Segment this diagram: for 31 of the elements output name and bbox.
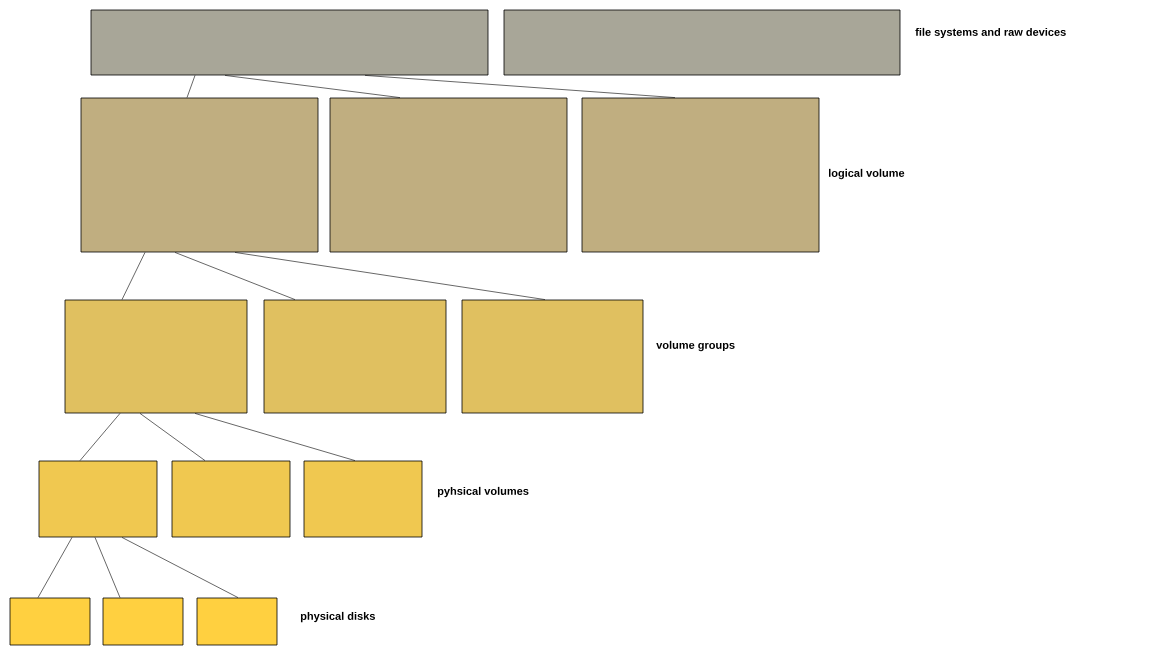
connector-line bbox=[224, 75, 401, 98]
connector-line bbox=[186, 75, 196, 98]
storage-box bbox=[38, 460, 158, 538]
level-label: file systems and raw devices bbox=[915, 27, 1066, 39]
storage-box bbox=[64, 299, 248, 414]
connector-line bbox=[174, 252, 296, 300]
storage-box bbox=[196, 597, 278, 646]
connector-line bbox=[234, 252, 546, 300]
connector-line bbox=[94, 537, 121, 598]
connector-line bbox=[364, 75, 676, 98]
storage-box bbox=[329, 97, 568, 253]
storage-box bbox=[90, 9, 489, 76]
connector-line bbox=[121, 537, 239, 598]
storage-box bbox=[9, 597, 91, 646]
storage-box bbox=[303, 460, 423, 538]
storage-box bbox=[80, 97, 319, 253]
storage-box bbox=[171, 460, 291, 538]
storage-box bbox=[503, 9, 901, 76]
connector-line bbox=[139, 413, 206, 461]
storage-box bbox=[102, 597, 184, 646]
connector-line bbox=[79, 413, 121, 461]
connector-line bbox=[37, 537, 73, 598]
level-label: physical disks bbox=[300, 611, 375, 623]
storage-box bbox=[263, 299, 447, 414]
connector-line bbox=[121, 252, 146, 300]
level-label: volume groups bbox=[656, 340, 735, 352]
level-label: logical volume bbox=[829, 168, 905, 180]
level-label: pyhsical volumes bbox=[437, 486, 529, 498]
connector-line bbox=[194, 413, 356, 461]
storage-box bbox=[461, 299, 644, 414]
storage-box bbox=[581, 97, 820, 253]
